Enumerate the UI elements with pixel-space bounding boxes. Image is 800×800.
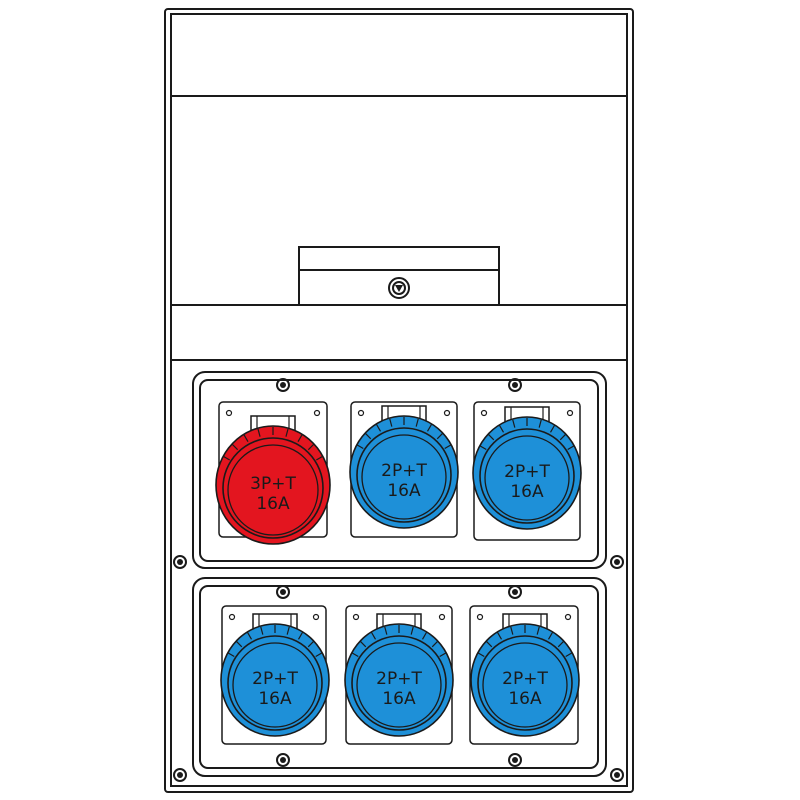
mount-hole-icon (476, 613, 484, 621)
mount-hole-icon (312, 613, 320, 621)
socket-panel-bottom (192, 577, 607, 777)
mount-hole-icon (438, 613, 446, 621)
screw-icon (173, 555, 187, 569)
socket-type-label: 3P+T (250, 474, 296, 494)
mount-hole-icon (566, 409, 574, 417)
enclosure-inner (170, 13, 628, 787)
screw-icon (508, 378, 522, 392)
screw-icon (276, 378, 290, 392)
enclosure-outer (164, 8, 634, 793)
mount-hole-icon (225, 409, 233, 417)
mount-hole-icon (564, 613, 572, 621)
socket-rating-label: 16A (258, 689, 292, 709)
cover-handle[interactable] (298, 246, 500, 306)
screw-icon (276, 753, 290, 767)
mount-hole-icon (313, 409, 321, 417)
screw-icon (173, 768, 187, 782)
lock-screw-icon[interactable] (388, 277, 410, 299)
mount-hole-icon (480, 409, 488, 417)
mount-hole-icon (443, 409, 451, 417)
mount-hole-icon (352, 613, 360, 621)
socket-type-label: 2P+T (381, 461, 427, 481)
socket-rating-label: 16A (256, 494, 290, 514)
socket-type-label: 2P+T (502, 669, 548, 689)
socket-panel-top (192, 371, 607, 569)
screw-icon (508, 585, 522, 599)
socket-rating-label: 16A (508, 689, 542, 709)
socket-type-label: 2P+T (504, 462, 550, 482)
screw-icon (610, 768, 624, 782)
screw-icon (276, 585, 290, 599)
socket-rating-label: 16A (387, 481, 421, 501)
socket-rating-label: 16A (382, 689, 416, 709)
screw-icon (610, 555, 624, 569)
mount-hole-icon (357, 409, 365, 417)
mount-hole-icon (228, 613, 236, 621)
socket-type-label: 2P+T (252, 669, 298, 689)
socket-rating-label: 16A (510, 482, 544, 502)
screw-icon (508, 753, 522, 767)
socket-type-label: 2P+T (376, 669, 422, 689)
